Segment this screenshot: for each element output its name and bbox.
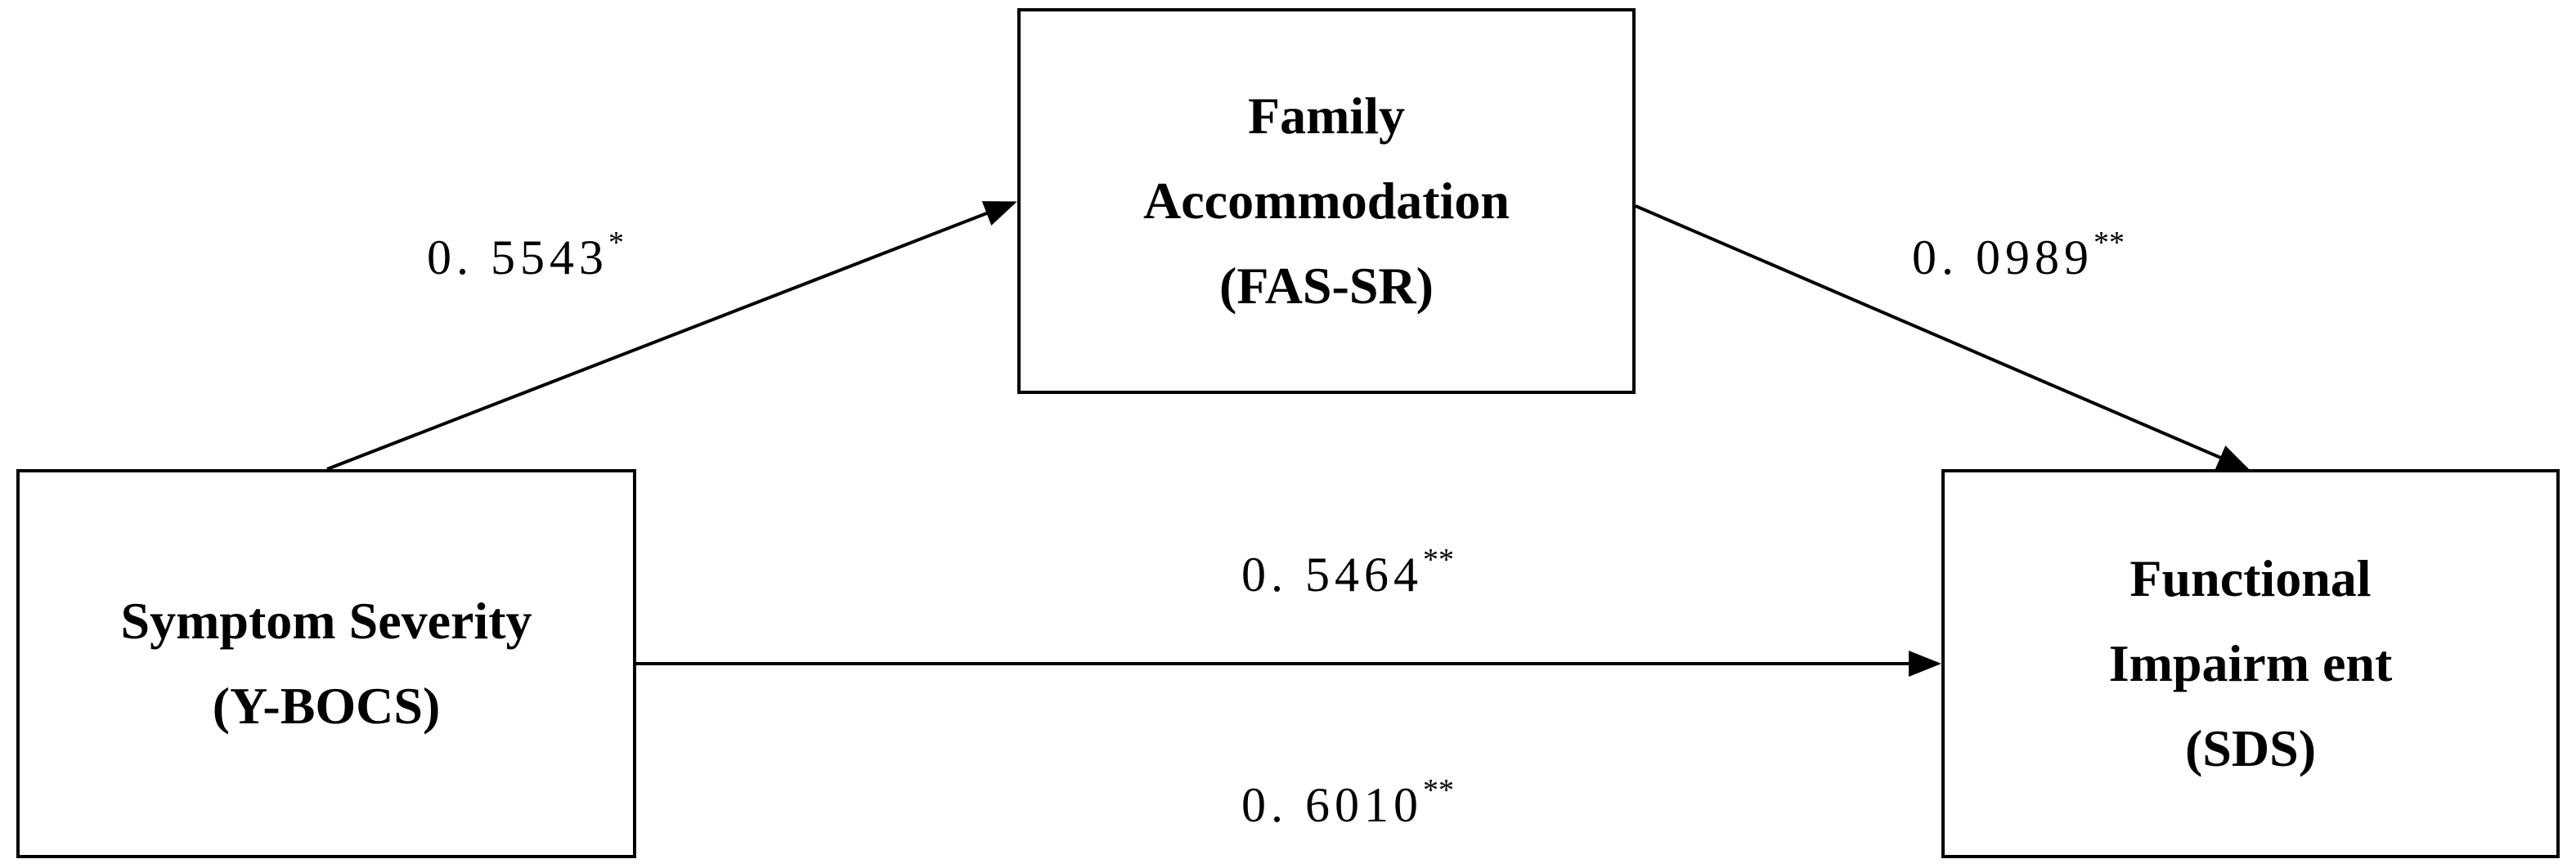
family-accommodation-label-line-3: (FAS-SR)	[1219, 257, 1434, 315]
arrow-symptom-to-family	[326, 201, 1017, 471]
direct-path-coefficient: 0. 5464**	[1241, 543, 1454, 610]
path-b-value: 0. 0989	[1912, 230, 2094, 284]
symptom-severity-box: Symptom Severity (Y-BOCS)	[16, 469, 636, 858]
path-a-significance: *	[608, 226, 624, 260]
path-a-coefficient: 0. 5543*	[427, 226, 624, 293]
functional-impairment-label-line-1: Functional	[2129, 549, 2372, 607]
family-accommodation-label-line-2: Accommodation	[1143, 172, 1510, 230]
total-path-significance: **	[1423, 773, 1454, 808]
functional-impairment-label-line-2: Impairm ent	[2108, 634, 2393, 692]
total-path-value: 0. 6010	[1241, 778, 1423, 832]
functional-impairment-box: Functional Impairm ent (SDS)	[1941, 469, 2560, 858]
path-b-coefficient: 0. 0989**	[1912, 226, 2125, 293]
path-a-value: 0. 5543	[427, 230, 608, 284]
total-path-coefficient: 0. 6010**	[1241, 773, 1454, 840]
path-b-significance: **	[2094, 226, 2125, 260]
arrow-family-to-functional	[1635, 204, 2251, 471]
symptom-severity-label-line-1: Symptom Severity	[120, 592, 532, 650]
direct-path-value: 0. 5464	[1241, 548, 1423, 602]
family-accommodation-box: Family Accommodation (FAS-SR)	[1017, 8, 1636, 394]
symptom-severity-label-line-2: (Y-BOCS)	[212, 677, 441, 735]
family-accommodation-label-line-1: Family	[1248, 87, 1405, 145]
functional-impairment-label-line-3: (SDS)	[2184, 719, 2317, 777]
direct-path-significance: **	[1423, 543, 1454, 577]
